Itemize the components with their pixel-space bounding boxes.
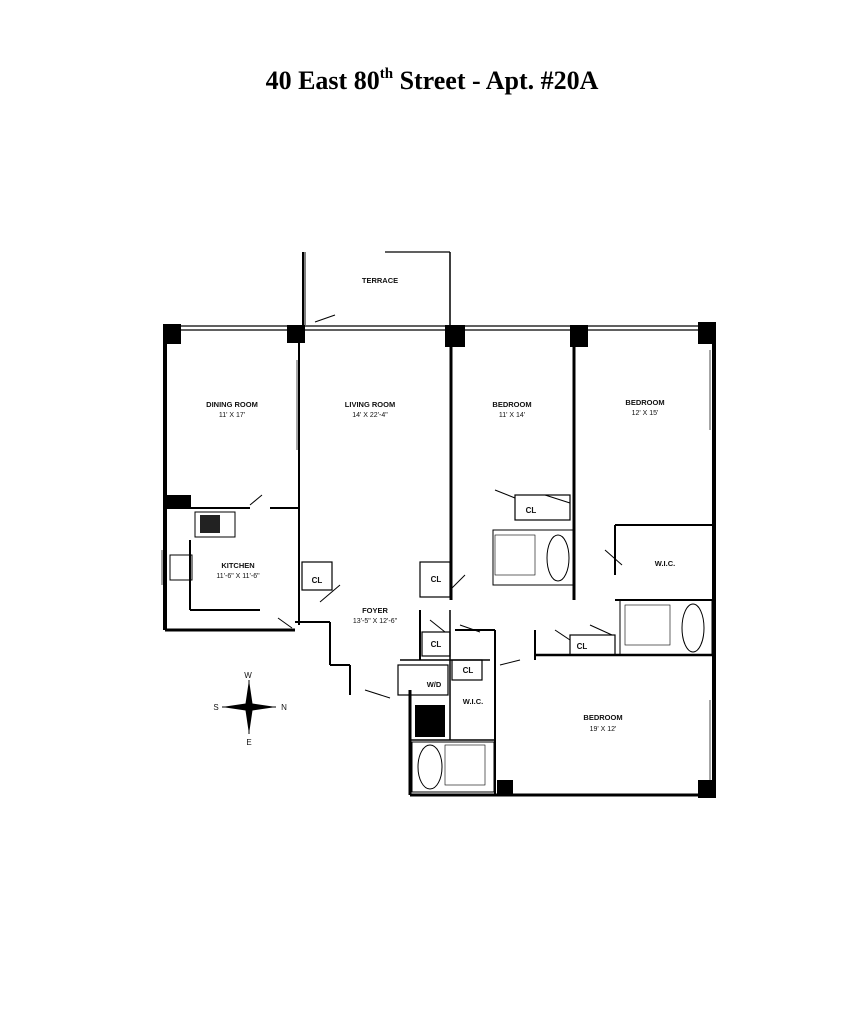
- title-main: 40 East 80: [265, 66, 380, 95]
- compass-s: S: [213, 703, 218, 712]
- label-washer-dryer: W/D: [427, 680, 442, 689]
- column: [570, 325, 588, 347]
- compass-w: W: [244, 671, 252, 680]
- dim-kitchen: 11'-6" X 11'-6": [216, 573, 260, 580]
- column: [445, 325, 465, 347]
- column: [165, 495, 191, 509]
- compass-n: N: [281, 703, 287, 712]
- title-rest: Street - Apt. #20A: [393, 66, 599, 95]
- compass-e: E: [246, 738, 251, 747]
- column: [698, 780, 716, 798]
- bathrooms: [411, 529, 713, 793]
- kitchen-counters: [169, 511, 236, 581]
- exterior-walls: [163, 325, 716, 797]
- column: [497, 780, 513, 795]
- label-wic-1: W.I.C.: [655, 559, 675, 568]
- dim-foyer: 13'-5" X 12'-6": [353, 618, 398, 625]
- label-closet: CL: [577, 642, 588, 651]
- title-superscript: th: [379, 66, 394, 82]
- column: [698, 322, 716, 344]
- label-dining-room: DINING ROOM: [206, 400, 258, 409]
- closets: [301, 494, 616, 696]
- label-closet: CL: [431, 640, 442, 649]
- label-bedroom-2: BEDROOM: [625, 398, 664, 407]
- column: [287, 325, 305, 343]
- label-wic-2: W.I.C.: [463, 697, 483, 706]
- windows: [161, 350, 711, 780]
- label-foyer: FOYER: [362, 606, 388, 615]
- column: [163, 324, 181, 344]
- label-closet: CL: [526, 506, 537, 515]
- column: [415, 705, 445, 737]
- terrace: [302, 251, 451, 325]
- structural-columns: [163, 322, 716, 798]
- dim-bedroom-1: 11' X 14': [499, 412, 525, 419]
- label-bedroom-3: BEDROOM: [583, 713, 622, 722]
- dim-dining-room: 11' X 17': [219, 412, 245, 419]
- dim-living-room: 14' X 22'-4": [352, 412, 388, 419]
- label-kitchen: KITCHEN: [221, 561, 254, 570]
- label-closet: CL: [312, 576, 323, 585]
- label-terrace: TERRACE: [362, 276, 398, 285]
- label-closet: CL: [463, 666, 474, 675]
- dim-bedroom-2: 12' X 15': [632, 410, 659, 417]
- label-living-room: LIVING ROOM: [345, 400, 395, 409]
- label-closet: CL: [431, 575, 442, 584]
- page-title: 40 East 80th Street - Apt. #20A: [0, 66, 864, 96]
- dim-bedroom-3: 19' X 12': [590, 726, 617, 733]
- label-bedroom-1: BEDROOM: [492, 400, 531, 409]
- compass-rose-icon: W S N E: [213, 671, 287, 747]
- door-swings: [249, 314, 623, 699]
